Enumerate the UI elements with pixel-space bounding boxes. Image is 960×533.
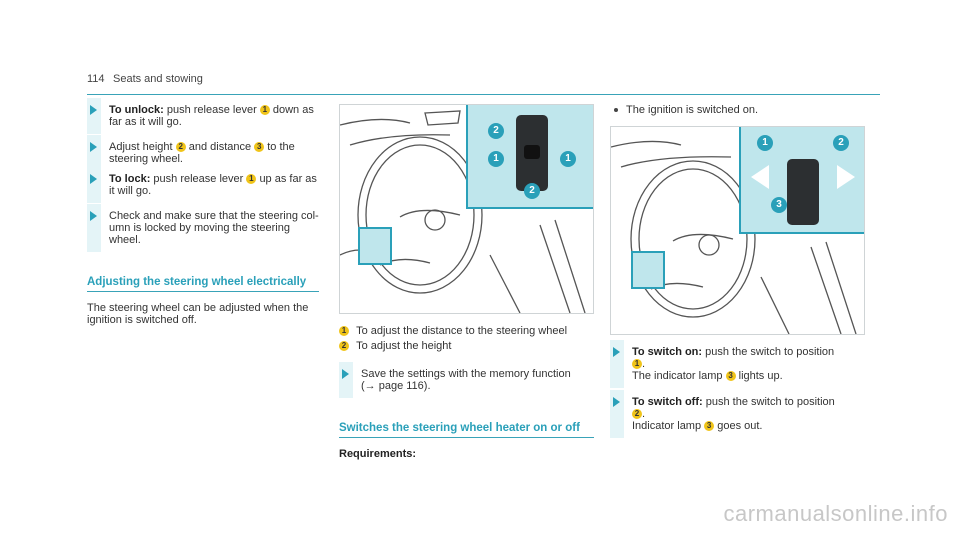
- callout-marker: 1: [757, 135, 773, 151]
- section-heading: Switches the steering wheel heater on or…: [339, 422, 594, 438]
- step-arrow-icon: [342, 369, 349, 379]
- legend-item: 2 To adjust the height: [339, 340, 594, 352]
- step-unlock: To unlock: push release lever 1 down as …: [87, 98, 319, 134]
- step-switch-off: To switch off: push the switch to positi…: [610, 390, 870, 438]
- page-reference-link[interactable]: (→ page 116).: [361, 380, 431, 392]
- callout-marker: 3: [771, 197, 787, 213]
- step-switch-on: To switch on: push the switch to positio…: [610, 340, 870, 388]
- callout-marker: 2: [175, 142, 186, 152]
- steering-figure-2: 1 2 3: [610, 126, 865, 335]
- body-text: The steering wheel can be adjusted when …: [87, 302, 309, 326]
- arrow-left-icon: [751, 165, 769, 189]
- callout-marker: 1: [259, 105, 270, 115]
- steering-wheel-illustration: [611, 140, 857, 334]
- requirements-label: Requirements:: [339, 448, 417, 460]
- callout-marker: 2: [632, 409, 642, 419]
- right-column: The ignition is switched on.: [610, 104, 870, 116]
- requirement-item: The ignition is switched on.: [610, 104, 870, 116]
- step-arrow-icon: [90, 211, 97, 221]
- switch-callout-panel: 1 2 3: [739, 127, 864, 234]
- watermark: carmanualsonline.info: [723, 501, 948, 526]
- step-arrow-icon: [90, 142, 97, 152]
- callout-marker: 2: [833, 135, 849, 151]
- step-adjust: Adjust height 2 and distance 3 to the st…: [87, 135, 319, 171]
- step-lock: To lock: push release lever 1 up as far …: [87, 167, 319, 203]
- section-title: Seats and stowing: [113, 73, 203, 85]
- right-column-steps: To switch on: push the switch to positio…: [610, 340, 870, 440]
- step-arrow-icon: [90, 105, 97, 115]
- callout-marker: 2: [488, 123, 504, 139]
- lever-highlight: [631, 251, 665, 289]
- section-heading: Adjusting the steering wheel electricall…: [87, 276, 319, 292]
- callout-marker: 1: [560, 151, 576, 167]
- step-arrow-icon: [613, 397, 620, 407]
- legend-item: 1 To adjust the distance to the steering…: [339, 325, 594, 337]
- step-check: Check and make sure that the steering co…: [87, 204, 319, 252]
- step-arrow-icon: [613, 347, 620, 357]
- callout-marker: 3: [704, 421, 715, 431]
- callout-marker: 2: [524, 183, 540, 199]
- step-arrow-icon: [90, 174, 97, 184]
- page-header: 114 Seats and stowing: [87, 70, 880, 95]
- left-column: To unlock: push release lever 1 down as …: [87, 98, 319, 326]
- callout-marker: 1: [632, 359, 642, 369]
- callout-marker: 3: [254, 142, 265, 152]
- arrow-right-icon: [837, 165, 855, 189]
- switch-callout-panel: 2 1 1 2: [466, 105, 593, 209]
- step-label: To lock:: [109, 173, 151, 185]
- page-number: 114: [87, 73, 105, 85]
- step-save: Save the settings with the memory functi…: [339, 362, 594, 398]
- lever-highlight: [358, 227, 392, 265]
- steering-figure-1: 2 1 1 2: [339, 104, 594, 314]
- step-label: To unlock:: [109, 104, 164, 116]
- callout-marker: 1: [246, 174, 257, 184]
- switch-illustration: [516, 115, 548, 191]
- switch-illustration: [787, 159, 819, 225]
- callout-marker: 3: [725, 371, 736, 381]
- middle-column: 1 To adjust the distance to the steering…: [339, 325, 594, 460]
- callout-marker: 1: [488, 151, 504, 167]
